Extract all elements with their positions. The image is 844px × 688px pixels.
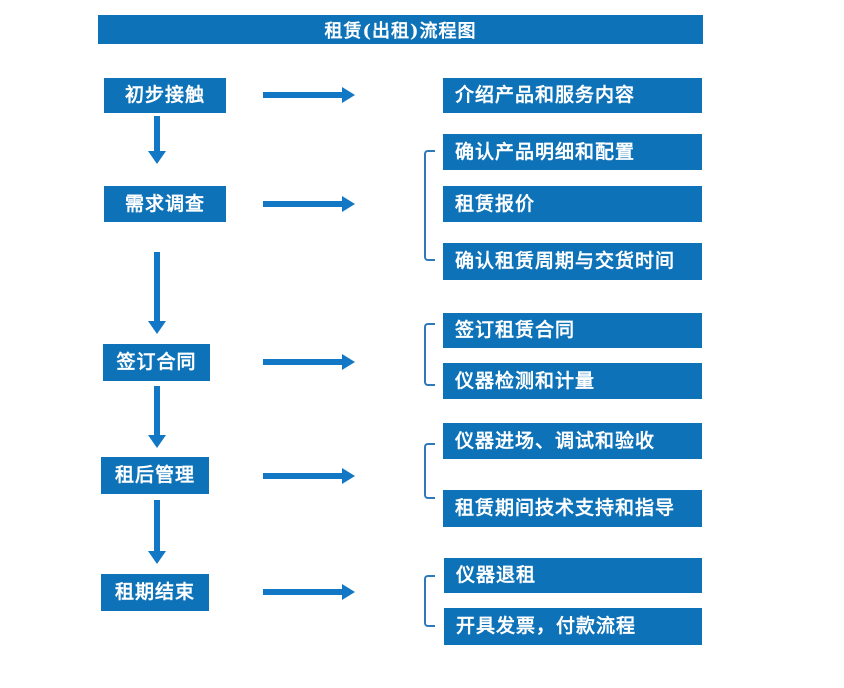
- output-box-instrument-setup: 仪器进场、调试和验收: [443, 423, 702, 459]
- arrow-shaft: [263, 359, 343, 365]
- output-box-technical-support: 租赁期间技术支持和指导: [443, 490, 702, 527]
- step-label: 需求调查: [124, 192, 205, 215]
- arrow-shaft: [263, 473, 343, 479]
- group-bracket-icon-4: [424, 443, 435, 499]
- arrow-head: [148, 151, 166, 164]
- group-bracket-icon-3: [424, 323, 435, 386]
- arrow-shaft: [154, 500, 160, 552]
- arrow-shaft: [263, 201, 343, 207]
- output-label: 开具发票，付款流程: [456, 615, 637, 637]
- output-box-introduce-products: 介绍产品和服务内容: [443, 78, 702, 113]
- step-box-lease-end: 租期结束: [101, 574, 209, 611]
- down-arrow-icon-3: [148, 386, 166, 448]
- flowchart-title-text: 租赁(出租)流程图: [324, 20, 477, 42]
- output-box-instrument-return: 仪器退租: [444, 558, 702, 593]
- step-box-initial-contact: 初步接触: [104, 78, 226, 113]
- output-box-confirm-product-details: 确认产品明细和配置: [443, 134, 702, 170]
- down-arrow-icon-2: [148, 252, 166, 334]
- step-label: 租后管理: [114, 464, 195, 486]
- arrow-head: [148, 321, 166, 334]
- right-arrow-icon-4: [263, 468, 355, 484]
- arrow-head: [342, 354, 355, 370]
- arrow-shaft: [154, 116, 160, 152]
- arrow-shaft: [154, 252, 160, 322]
- right-arrow-icon-3: [263, 354, 355, 370]
- step-label: 签订合同: [116, 351, 197, 373]
- arrow-head: [342, 87, 355, 103]
- arrow-shaft: [263, 589, 343, 595]
- arrow-head: [342, 584, 355, 600]
- output-label: 仪器进场、调试和验收: [455, 429, 656, 452]
- output-label: 签订租赁合同: [455, 319, 576, 341]
- arrow-shaft: [154, 386, 160, 436]
- output-box-rental-quotation: 租赁报价: [443, 186, 702, 222]
- arrow-head: [342, 468, 355, 484]
- step-box-post-rental-management: 租后管理: [101, 457, 209, 494]
- right-arrow-icon-5: [263, 584, 355, 600]
- arrow-shaft: [263, 92, 343, 98]
- output-label: 租赁期间技术支持和指导: [455, 497, 676, 519]
- group-bracket-icon-2: [424, 150, 435, 261]
- group-bracket-icon-5: [424, 575, 435, 627]
- output-label: 租赁报价: [455, 192, 536, 215]
- output-label: 仪器退租: [456, 564, 537, 586]
- output-box-invoice-payment: 开具发票，付款流程: [444, 608, 702, 645]
- arrow-head: [148, 435, 166, 448]
- arrow-head: [342, 196, 355, 212]
- flowchart-title-bar: 租赁(出租)流程图: [98, 15, 703, 44]
- output-box-confirm-rental-period: 确认租赁周期与交货时间: [443, 243, 702, 280]
- output-label: 仪器检测和计量: [455, 369, 596, 392]
- right-arrow-icon-1: [263, 87, 355, 103]
- output-box-instrument-inspection: 仪器检测和计量: [443, 363, 702, 399]
- output-label: 确认租赁周期与交货时间: [455, 250, 676, 272]
- right-arrow-icon-2: [263, 196, 355, 212]
- output-box-sign-rental-contract: 签订租赁合同: [443, 313, 702, 348]
- down-arrow-icon-1: [148, 116, 166, 164]
- step-box-demand-survey: 需求调查: [104, 186, 226, 222]
- step-box-sign-contract: 签订合同: [103, 344, 210, 381]
- step-label: 初步接触: [124, 84, 205, 106]
- output-label: 确认产品明细和配置: [455, 140, 636, 163]
- step-label: 租期结束: [114, 581, 195, 603]
- output-label: 介绍产品和服务内容: [455, 84, 636, 106]
- arrow-head: [148, 551, 166, 564]
- down-arrow-icon-4: [148, 500, 166, 564]
